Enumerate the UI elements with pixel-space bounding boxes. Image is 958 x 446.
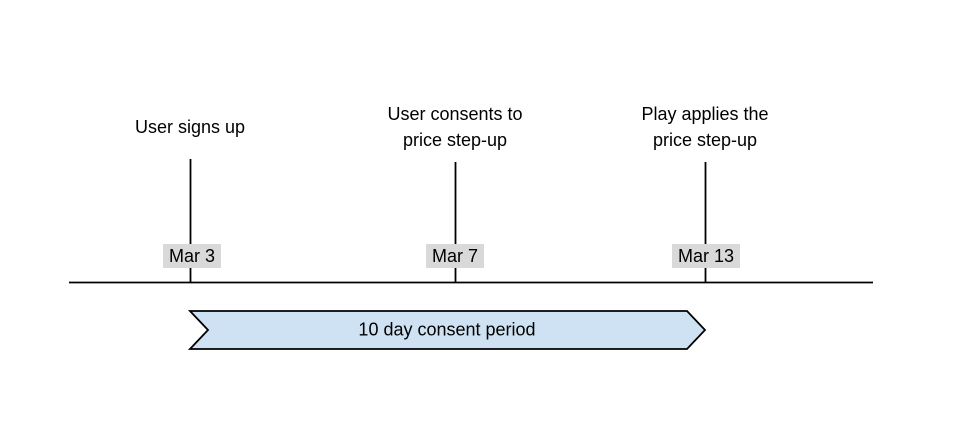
consent-period-arrow	[187, 310, 707, 350]
consent-period-label: 10 day consent period	[358, 319, 536, 340]
date-chip-mar-13: Mar 13	[671, 244, 741, 268]
event-label-user-signs-up: User signs up	[134, 117, 246, 137]
date-chip-mar-3: Mar 3	[162, 244, 222, 268]
event-label-user-consents: User consents to price step-up	[387, 104, 523, 150]
event-label-play-applies: Play applies the price step-up	[641, 104, 769, 150]
date-chip-mar-7: Mar 7	[425, 244, 485, 268]
